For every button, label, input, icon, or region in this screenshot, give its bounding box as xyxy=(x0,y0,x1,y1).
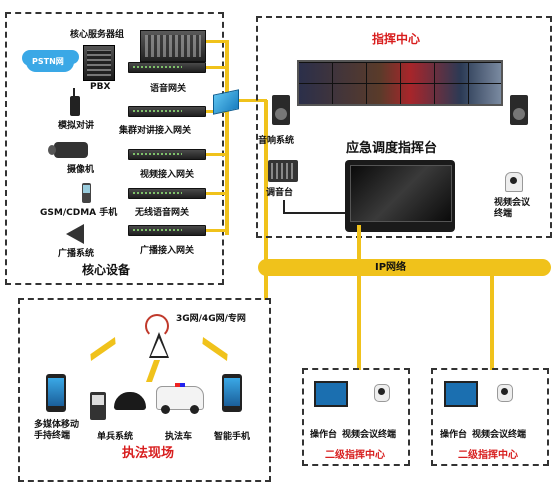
sub2-video-terminal-label: 视频会议终端 xyxy=(472,430,527,440)
sub2-title: 二级指挥中心 xyxy=(458,450,518,461)
cluster-gateway-label: 集群对讲接入网关 xyxy=(119,126,192,136)
network-type-label: 3G网/4G网/专网 xyxy=(176,314,246,324)
walkie-talkie-icon xyxy=(70,88,80,116)
video-wall-display xyxy=(297,60,503,106)
pbx-icon xyxy=(83,45,115,81)
sub-center-1-box xyxy=(302,368,410,466)
video-conf-label: 视频会议 终端 xyxy=(494,198,531,219)
dispatch-console-monitor xyxy=(345,160,455,232)
pbx-label: PBX xyxy=(90,82,111,92)
conference-camera-icon-2 xyxy=(497,384,513,402)
command-center-title: 指挥中心 xyxy=(372,32,421,46)
field-site-box xyxy=(18,298,271,482)
wireless-gateway-icon xyxy=(128,188,206,199)
camcorder-icon xyxy=(48,142,88,158)
police-car-label: 执法车 xyxy=(165,432,193,442)
video-gateway-label: 视频接入网关 xyxy=(140,170,195,180)
gsm-phone-label: GSM/CDMA 手机 xyxy=(40,208,118,218)
wireless-gateway-label: 无线语音网关 xyxy=(135,208,190,218)
helmet-icon xyxy=(114,392,146,410)
field-site-title: 执法现场 xyxy=(122,446,175,461)
core-equipment-box xyxy=(5,12,224,285)
sub1-workstation-label: 操作台 xyxy=(310,430,338,440)
pstn-cloud-icon: PSTN网 xyxy=(26,52,74,72)
ip-to-sub2-line xyxy=(490,276,494,370)
conference-camera-icon xyxy=(505,172,523,192)
core-equipment-title: 核心设备 xyxy=(82,263,131,277)
server-rack-icon xyxy=(140,30,206,62)
soldier-system-label: 单兵系统 xyxy=(97,432,134,442)
link-switch xyxy=(227,99,267,102)
soldier-device-icon xyxy=(90,392,106,420)
police-car-icon xyxy=(156,383,204,414)
conference-camera-icon-1 xyxy=(374,384,390,402)
ip-to-command-line xyxy=(357,225,361,261)
video-gateway-icon xyxy=(128,149,206,160)
link-server xyxy=(205,40,227,43)
workstation-monitor-icon-2 xyxy=(444,381,478,407)
ip-network-label: IP网络 xyxy=(375,262,407,273)
mixer-icon xyxy=(268,160,298,182)
link-broadcast-gw xyxy=(205,229,227,232)
signal-tower-icon xyxy=(143,314,175,358)
workstation-monitor-icon-1 xyxy=(314,381,348,407)
speaker-right-icon xyxy=(510,95,528,125)
voice-gateway-label: 语音网关 xyxy=(150,84,187,94)
camera-label: 摄像机 xyxy=(67,165,95,175)
link-video-gw xyxy=(205,153,227,156)
core-to-ip-line xyxy=(264,100,268,300)
mixer-label: 调音台 xyxy=(266,188,294,198)
dispatch-console-title: 应急调度指挥台 xyxy=(346,141,438,156)
server-group-label: 核心服务器组 xyxy=(70,30,125,40)
ip-network-bar xyxy=(258,259,551,276)
sub-center-2-box xyxy=(431,368,549,466)
multimedia-terminal-label: 多媒体移动 手持终端 xyxy=(34,420,80,441)
sub1-title: 二级指挥中心 xyxy=(325,450,385,461)
mixer-cable xyxy=(283,200,349,214)
speaker-left-icon xyxy=(272,95,290,125)
link-voice-gw xyxy=(205,66,227,69)
command-center-box xyxy=(256,16,552,238)
link-wireless-gw xyxy=(205,192,227,195)
smartphone-label: 智能手机 xyxy=(214,432,251,442)
audio-system-label: 音响系统 xyxy=(258,136,295,146)
multimedia-terminal-icon xyxy=(46,374,66,412)
network-switch-icon xyxy=(213,89,239,115)
broadcast-gateway-icon xyxy=(128,225,206,236)
broadcast-gateway-label: 广播接入网关 xyxy=(140,246,195,256)
core-trunk-vertical xyxy=(225,40,229,235)
mobile-phone-icon xyxy=(82,183,91,203)
sub2-workstation-label: 操作台 xyxy=(440,430,468,440)
loudspeaker-icon xyxy=(66,224,84,244)
ip-to-sub1-line xyxy=(357,276,361,370)
sub1-video-terminal-label: 视频会议终端 xyxy=(342,430,397,440)
pstn-label: PSTN网 xyxy=(32,57,64,66)
analog-radio-label: 模拟对讲 xyxy=(58,121,95,131)
broadcast-system-label: 广播系统 xyxy=(58,249,95,259)
smartphone-icon xyxy=(222,374,242,412)
cluster-gateway-icon xyxy=(128,106,206,117)
voice-gateway-icon xyxy=(128,62,206,73)
